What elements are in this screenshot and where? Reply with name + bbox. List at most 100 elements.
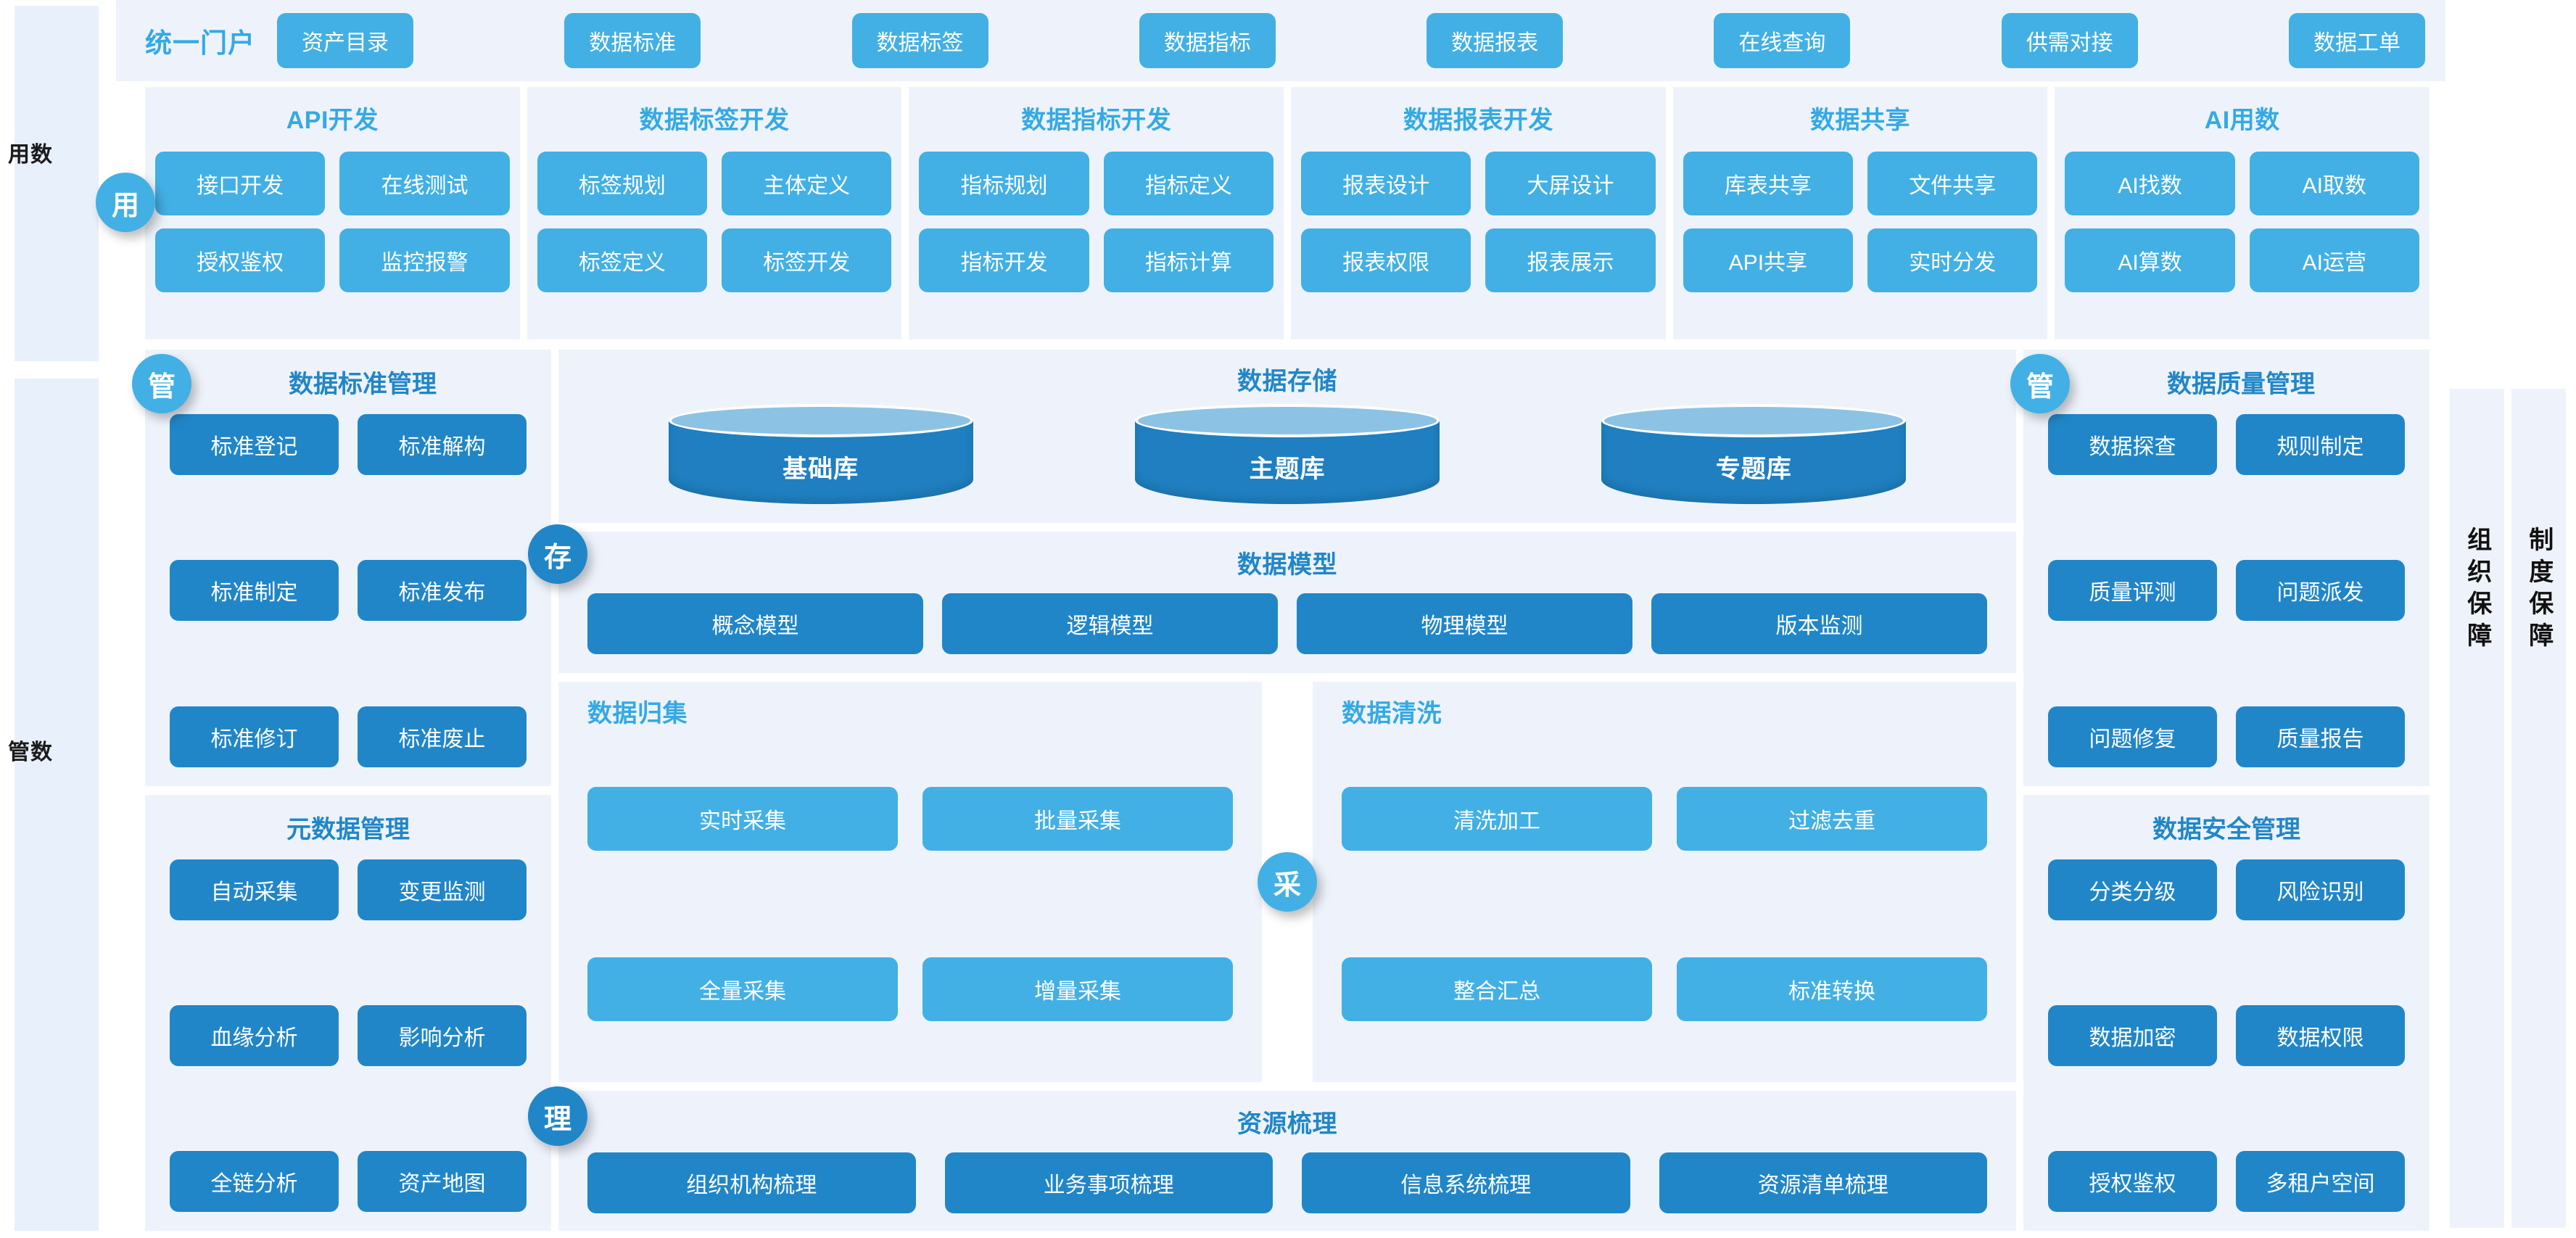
card-title: 数据标签开发 (639, 107, 790, 134)
tile-incremental-collection[interactable]: 增量采集 (922, 957, 1233, 1022)
cylinder-base-library[interactable]: 基础库 (668, 404, 973, 504)
tile-logical-model[interactable]: 逻辑模型 (942, 593, 1278, 654)
tile-standard-revision[interactable]: 标准修订 (170, 706, 339, 767)
tile-standard-formulation[interactable]: 标准制定 (170, 560, 339, 622)
tile-report-permission[interactable]: 报表权限 (1301, 228, 1471, 292)
tile-ai-fetch-data[interactable]: AI取数 (2249, 152, 2420, 215)
tile-ai-compute-data[interactable]: AI算数 (2065, 228, 2235, 292)
tile-standard-conversion[interactable]: 标准转换 (1677, 957, 1987, 1022)
tile-ai-operation[interactable]: AI运营 (2249, 228, 2420, 292)
portal-button-data-report[interactable]: 数据报表 (1427, 13, 1564, 68)
cylinder-subject-library[interactable]: 专题库 (1601, 404, 1907, 504)
tile-realtime-distribution[interactable]: 实时分发 (1867, 228, 2038, 292)
tile-grid: 实时采集 批量采集 全量采集 增量采集 (587, 742, 1233, 1066)
tile-fullchain-analysis[interactable]: 全链分析 (170, 1151, 339, 1212)
tile-issue-dispatch[interactable]: 问题派发 (2236, 560, 2405, 622)
tile-realtime-collection[interactable]: 实时采集 (587, 786, 898, 851)
tile-file-sharing[interactable]: 文件共享 (1867, 152, 2038, 215)
tile-asset-map[interactable]: 资产地图 (358, 1151, 527, 1212)
collect-clean-row: 采 数据归集 实时采集 批量采集 全量采集 增量采集 数据清洗 清洗 (558, 682, 2016, 1082)
tile-standard-abolish[interactable]: 标准废止 (358, 706, 527, 767)
badge-manage-right: 管 (2010, 354, 2070, 413)
panel-title: 数据归集 (587, 700, 688, 727)
tile-resource-list-sorting[interactable]: 资源清单梳理 (1659, 1152, 1987, 1213)
tile-auto-collection[interactable]: 自动采集 (170, 859, 339, 920)
arrow-shaft (34, 39, 79, 361)
portal-button-data-indicator[interactable]: 数据指标 (1139, 13, 1276, 68)
tile-rule-formulation[interactable]: 规则制定 (2236, 414, 2405, 475)
tile-physical-model[interactable]: 物理模型 (1297, 593, 1632, 654)
tile-data-permission[interactable]: 数据权限 (2236, 1004, 2405, 1066)
tile-info-system-sorting[interactable]: 信息系统梳理 (1302, 1152, 1630, 1213)
up-arrow-manage (15, 379, 99, 1231)
tile-clean-process[interactable]: 清洗加工 (1342, 786, 1652, 851)
cylinder-theme-library[interactable]: 主题库 (1134, 404, 1440, 504)
panel-data-storage: 数据存储 基础库 主题库 (558, 350, 2016, 523)
tile-version-monitoring[interactable]: 版本监测 (1651, 593, 1987, 654)
tile-classification-grading[interactable]: 分类分级 (2048, 859, 2217, 920)
tile-business-matter-sorting[interactable]: 业务事项梳理 (944, 1152, 1273, 1213)
badge-sort: 理 (528, 1086, 587, 1146)
card-indicator-development: 数据指标开发 指标规划 指标定义 指标开发 指标计算 (909, 87, 1284, 339)
tile-tag-definition[interactable]: 标签定义 (537, 228, 707, 292)
tile-ai-find-data[interactable]: AI找数 (2065, 152, 2235, 215)
tile-indicator-development[interactable]: 指标开发 (919, 228, 1089, 292)
portal-button-data-tag[interactable]: 数据标签 (851, 13, 988, 68)
tile-grid: 库表共享 文件共享 API共享 实时分发 (1683, 152, 2038, 292)
cylinder-top-icon (668, 404, 973, 437)
rail-label-use: 用数 (8, 143, 53, 167)
tile-risk-identification[interactable]: 风险识别 (2236, 859, 2405, 920)
tile-standard-deconstruction[interactable]: 标准解构 (358, 414, 527, 475)
tile-auth[interactable]: 授权鉴权 (155, 228, 326, 292)
tile-standard-publish[interactable]: 标准发布 (358, 560, 527, 622)
tile-online-test[interactable]: 在线测试 (339, 152, 510, 215)
tile-standard-registration[interactable]: 标准登记 (170, 414, 339, 475)
tile-batch-collection[interactable]: 批量采集 (922, 786, 1233, 851)
tile-quality-assessment[interactable]: 质量评测 (2048, 560, 2217, 622)
portal-items: 资产目录 数据标准 数据标签 数据指标 数据报表 在线查询 供需对接 数据工单 (277, 13, 2430, 68)
left-governance-column: 管 数据标准管理 标准登记 标准解构 标准制定 标准发布 标准修订 标准废止 元… (132, 350, 551, 1231)
tile-report-display[interactable]: 报表展示 (1485, 228, 1656, 292)
tile-full-collection[interactable]: 全量采集 (587, 957, 898, 1022)
tile-conceptual-model[interactable]: 概念模型 (587, 593, 923, 654)
tile-api-sharing[interactable]: API共享 (1683, 228, 1854, 292)
tile-interface-dev[interactable]: 接口开发 (155, 152, 326, 215)
panel-metadata-management: 元数据管理 自动采集 变更监测 血缘分析 影响分析 全链分析 资产地图 (145, 794, 551, 1231)
unified-portal-bar: 统一门户 资产目录 数据标准 数据标签 数据指标 数据报表 在线查询 供需对接 … (116, 0, 2445, 81)
tile-filter-dedup[interactable]: 过滤去重 (1677, 786, 1987, 851)
cylinder-label: 主题库 (1249, 455, 1326, 483)
tile-indicator-calculation[interactable]: 指标计算 (1103, 228, 1274, 292)
tile-lineage-analysis[interactable]: 血缘分析 (170, 1004, 339, 1066)
cylinder-top-icon (1601, 404, 1907, 437)
tile-table-sharing[interactable]: 库表共享 (1683, 152, 1854, 215)
tile-integrate-summary[interactable]: 整合汇总 (1342, 957, 1652, 1022)
cylinder-row: 基础库 主题库 专题库 (587, 404, 1987, 504)
portal-button-data-workorder[interactable]: 数据工单 (2288, 13, 2425, 68)
badge-store: 存 (528, 524, 587, 584)
tile-multitenant-space[interactable]: 多租户空间 (2236, 1151, 2405, 1212)
card-title: 数据指标开发 (1021, 107, 1172, 134)
tile-org-structure-sorting[interactable]: 组织机构梳理 (587, 1152, 916, 1213)
tile-quality-report[interactable]: 质量报告 (2236, 706, 2405, 767)
tile-bigscreen-design[interactable]: 大屏设计 (1485, 152, 1656, 215)
panel-title: 元数据管理 (286, 815, 410, 843)
tile-issue-repair[interactable]: 问题修复 (2048, 706, 2217, 767)
tile-indicator-planning[interactable]: 指标规划 (919, 152, 1089, 215)
portal-button-online-query[interactable]: 在线查询 (1714, 13, 1851, 68)
card-title: AI用数 (2204, 107, 2280, 134)
tile-change-monitoring[interactable]: 变更监测 (358, 859, 527, 920)
tile-indicator-definition[interactable]: 指标定义 (1103, 152, 1274, 215)
portal-button-supply-demand[interactable]: 供需对接 (2001, 13, 2138, 68)
portal-button-data-standard[interactable]: 数据标准 (564, 13, 701, 68)
tile-data-encryption[interactable]: 数据加密 (2048, 1004, 2217, 1066)
tile-monitor-alarm[interactable]: 监控报警 (339, 228, 510, 292)
tile-subject-definition[interactable]: 主体定义 (722, 152, 892, 215)
portal-button-asset-catalog[interactable]: 资产目录 (277, 13, 413, 68)
tile-tag-planning[interactable]: 标签规划 (537, 152, 707, 215)
tile-data-exploration[interactable]: 数据探查 (2048, 414, 2217, 475)
tile-report-design[interactable]: 报表设计 (1301, 152, 1471, 215)
tile-impact-analysis[interactable]: 影响分析 (358, 1004, 527, 1066)
tile-tag-development[interactable]: 标签开发 (722, 228, 892, 292)
tile-authorization[interactable]: 授权鉴权 (2048, 1151, 2217, 1212)
